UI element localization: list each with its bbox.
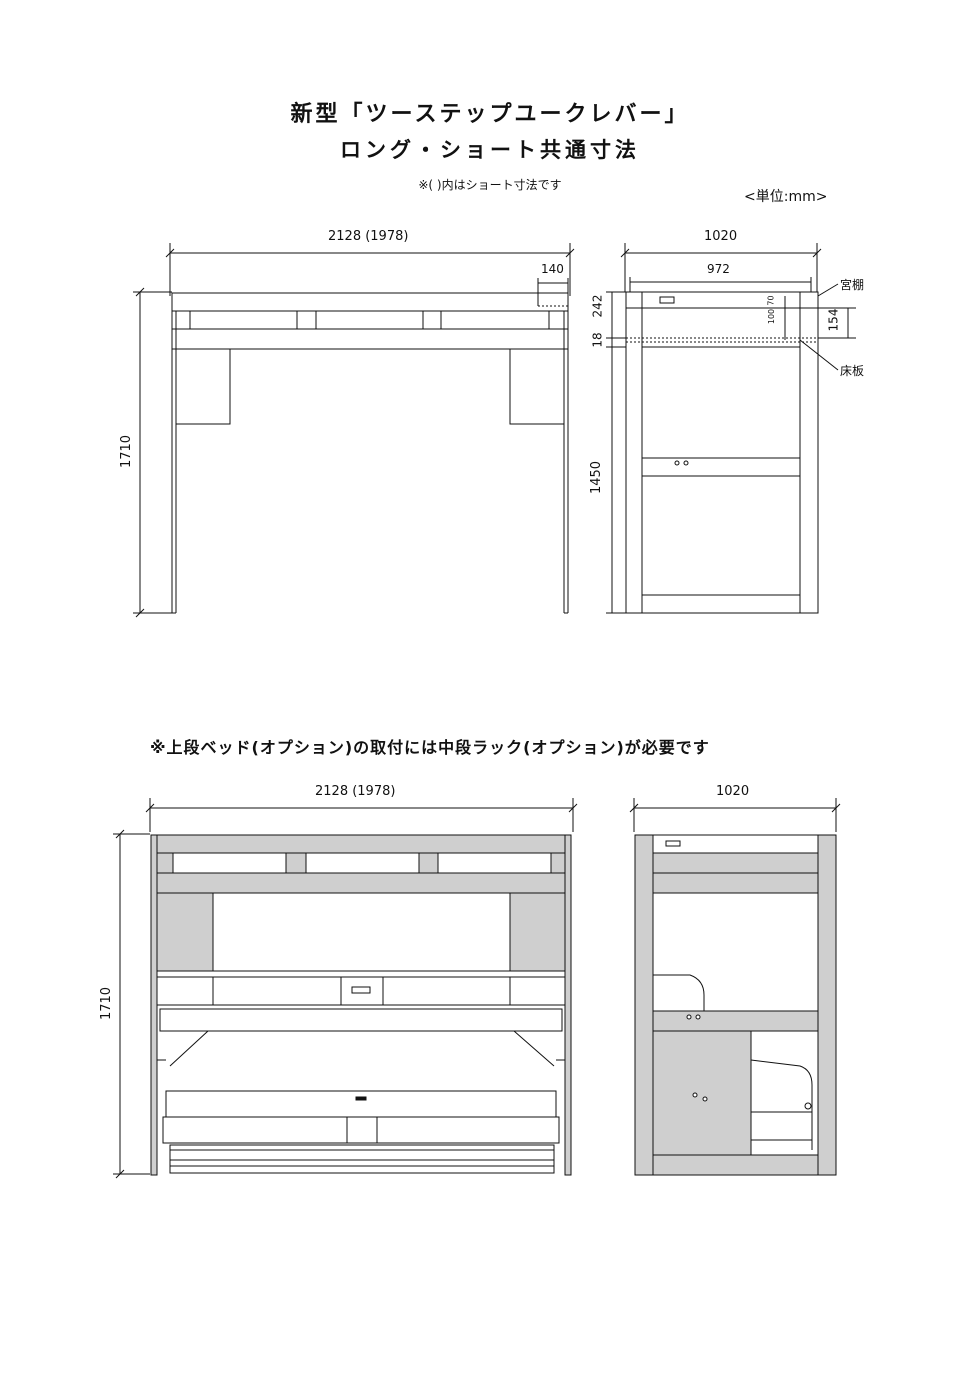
top-side-inner-label: 972 <box>707 262 730 276</box>
callout-floor-label: 床板 <box>840 364 865 378</box>
top-side-depth-dimension <box>620 243 822 292</box>
top-front-height-dimension <box>133 287 172 618</box>
top-side-depth-label: 1020 <box>704 229 738 244</box>
short-dimension-note: ※( )内はショート寸法です <box>418 178 562 192</box>
top-side-lower-label: 1450 <box>589 460 605 495</box>
top-side-upper-label: 242 <box>590 294 605 318</box>
bottom-front-width-dimension <box>145 798 578 832</box>
option-note: ※上段ベッド(オプション)の取付には中段ラック(オプション)が必要です <box>150 738 710 757</box>
top-front-width-dimension <box>165 243 575 296</box>
unit-label: <単位:mm> <box>744 189 828 205</box>
bottom-side-depth-label: 1020 <box>716 784 750 799</box>
top-side-small-100: 100 <box>767 308 777 325</box>
bottom-front-view <box>113 798 578 1179</box>
top-side-floor-gap-label: 18 <box>590 332 605 348</box>
bottom-front-height-label: 1710 <box>99 986 115 1021</box>
callout-shelf-label: 宮棚 <box>840 278 865 292</box>
top-side-inner-dimension <box>629 277 812 292</box>
top-side-view <box>606 243 856 614</box>
sub-title: ロング・ショート共通寸法 <box>340 138 640 162</box>
main-title: 新型「ツーステップユークレバー」 <box>290 102 690 127</box>
bottom-front-width-label: 2128 (1978) <box>315 784 396 799</box>
top-front-shelf-depth-label: 140 <box>541 262 564 276</box>
top-front-width-label: 2128 (1978) <box>328 229 409 244</box>
top-side-small-70: 70 <box>766 295 776 306</box>
top-front-height-label: 1710 <box>119 434 135 469</box>
top-side-shelf-dimension <box>818 307 856 339</box>
top-side-shelf-label: 154 <box>826 308 841 332</box>
bottom-front-height-dimension <box>113 829 150 1179</box>
bottom-side-depth-dimension <box>629 798 841 832</box>
top-front-shelf-dimension <box>537 278 569 306</box>
top-side-height-dimensions <box>606 291 626 614</box>
bottom-side-view <box>629 798 841 1176</box>
top-front-view <box>133 243 575 618</box>
